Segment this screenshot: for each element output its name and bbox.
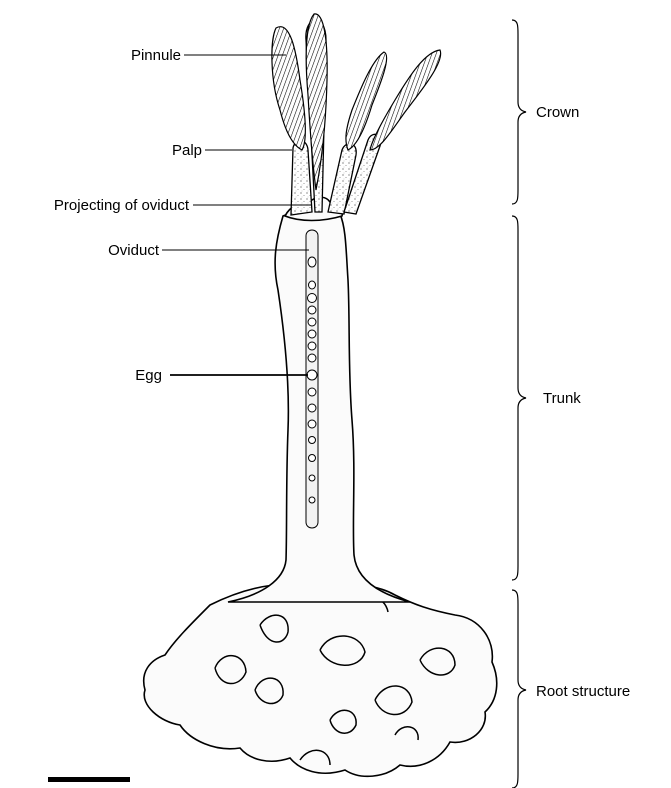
trunk-brace (512, 216, 526, 580)
egg-label: Egg (135, 367, 162, 384)
root-brace (512, 590, 526, 788)
projecting-oviduct-label: Projecting of oviduct (54, 197, 190, 214)
crown-brace (512, 20, 526, 204)
trunk-label: Trunk (543, 390, 581, 407)
root-structure-label: Root structure (536, 683, 630, 700)
root-structure-drawing (144, 584, 497, 776)
oviduct-label: Oviduct (108, 242, 160, 259)
pinnule-label: Pinnule (131, 47, 181, 64)
crown-label: Crown (536, 104, 579, 121)
crown-drawing (272, 14, 441, 221)
scale-bar (48, 777, 130, 782)
palp-label: Palp (172, 142, 202, 159)
trunk-drawing (228, 210, 410, 602)
